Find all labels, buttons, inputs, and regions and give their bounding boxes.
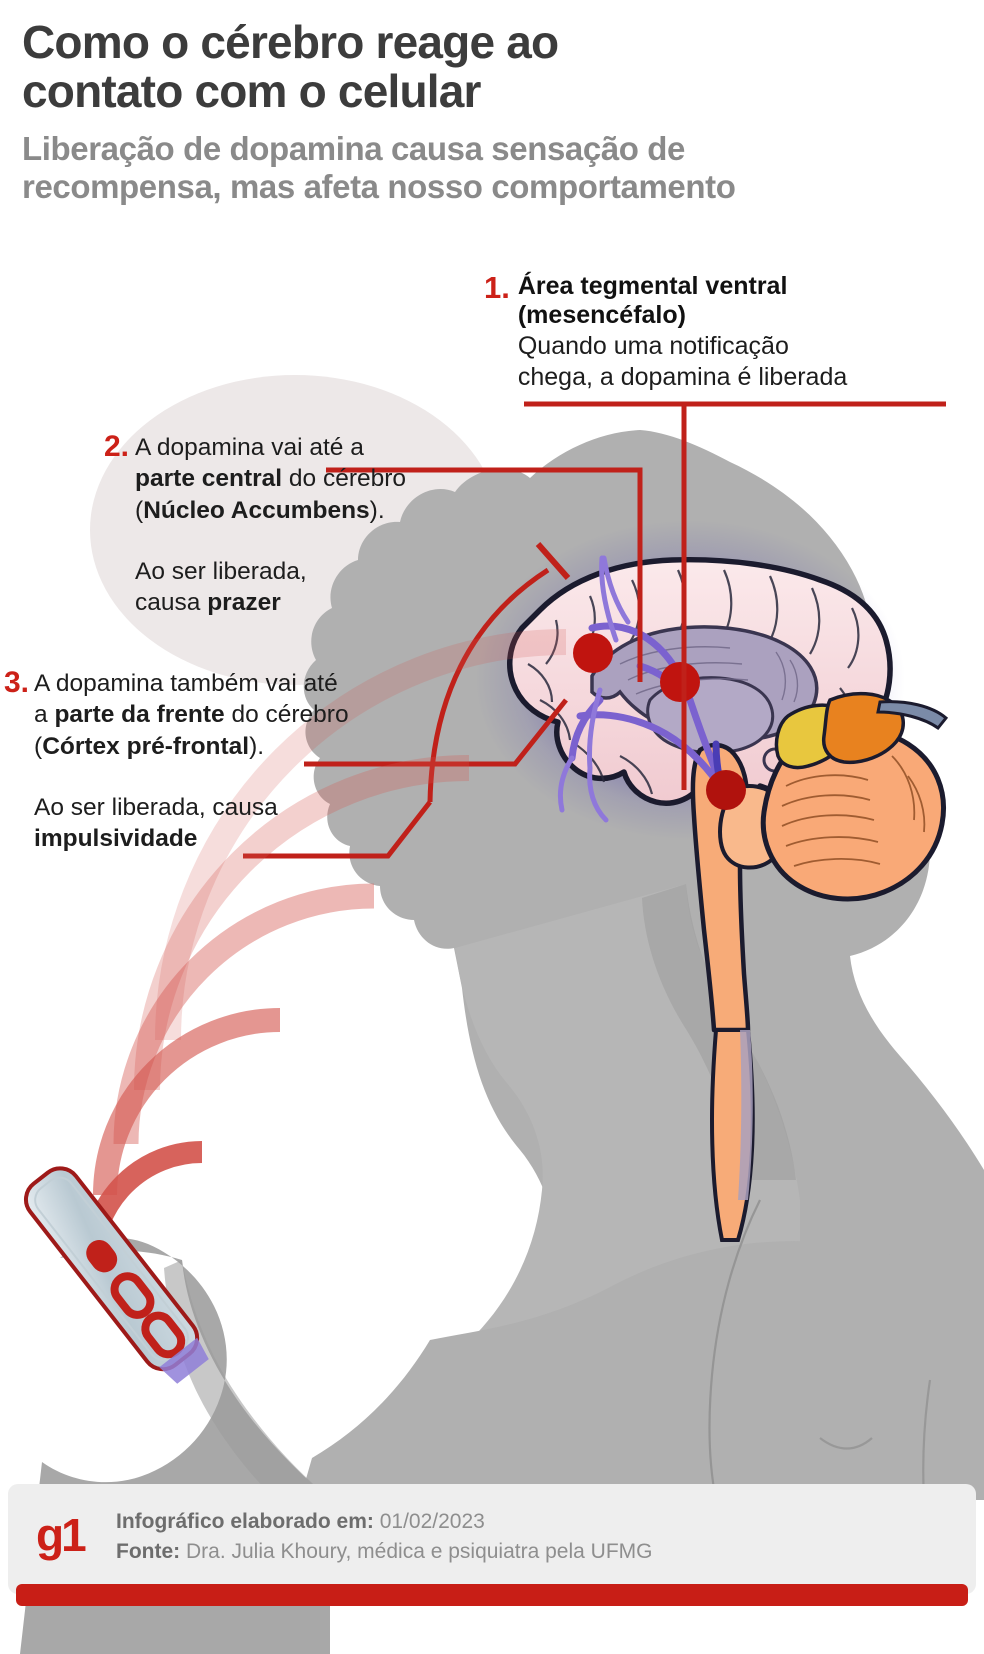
ventral-tegmental-area-marker <box>706 770 746 810</box>
footer-source-label: Fonte: <box>116 1540 181 1563</box>
subtitle-line-1: Liberação de dopamina causa sensação de <box>22 130 686 168</box>
callout-3-second-block: Ao ser liberada, causa impulsividade <box>34 792 349 855</box>
leader-line-3b <box>243 800 432 859</box>
smartphone[interactable] <box>18 1160 215 1390</box>
callout-3-line-3: (Córtex pré-frontal). <box>34 731 349 762</box>
callout-2-second-bold: prazer <box>207 589 281 617</box>
callout-3-second-line-2: impulsividade <box>34 823 349 854</box>
callout-3-paren-close: ). <box>249 732 265 760</box>
cerebellum <box>760 726 946 902</box>
callout-2-line-2-plain: do cérebro <box>282 465 407 493</box>
phone-button-volume-down <box>141 1311 186 1359</box>
callout-2-paren-close: ). <box>369 496 385 524</box>
callout-1: 1. Área tegmental ventral (mesencéfalo) … <box>484 272 954 392</box>
subtitle-line-2: recompensa, mas afeta nosso comportament… <box>22 167 736 205</box>
callout-2: 2. A dopamina vai até a parte central do… <box>104 432 464 619</box>
callout-1-body-line-1: Quando uma notificação <box>517 332 789 360</box>
callout-2-line-2-bold: parte central <box>135 465 283 493</box>
callout-2-second-line-2: causa prazer <box>135 587 406 618</box>
callout-2-line-3: (Núcleo Accumbens). <box>135 495 406 526</box>
callout-1-heading-line-1: Área tegmental ventral <box>517 272 788 300</box>
brain-sagittal-cross-section <box>507 555 949 1242</box>
page-title: Como o cérebro reage ao contato com o ce… <box>22 16 967 118</box>
callout-2-second-block: Ao ser liberada, causa prazer <box>135 556 406 619</box>
footer-created-value: 01/02/2023 <box>379 1510 485 1533</box>
footer-panel <box>8 1484 976 1594</box>
callout-3-line-2: a parte da frente do cérebro <box>34 699 349 730</box>
prefrontal-cortex-marker <box>573 633 613 673</box>
callout-1-heading-line-2: (mesencéfalo) <box>517 301 686 329</box>
callout-2-line-2: parte central do cérebro <box>135 463 406 494</box>
phone-button-volume-up <box>110 1272 155 1319</box>
sound-wave-4 <box>134 755 470 1091</box>
callout-3-paren-open: ( <box>34 732 43 760</box>
title-line-1: Como o cérebro reage ao <box>22 16 559 68</box>
footer-red-bar <box>16 1584 968 1606</box>
callout-2-paren-open: ( <box>135 496 144 524</box>
callout-3-number: 3. <box>4 666 30 699</box>
callout-2-line-1: A dopamina vai até a <box>135 434 364 461</box>
callout-2-second-plain: causa <box>135 589 208 617</box>
nucleus-accumbens-marker <box>660 662 700 702</box>
footer-source-value: Dra. Julia Khoury, médica e psiquiatra p… <box>186 1540 653 1563</box>
g1-logo[interactable]: g1 <box>36 1509 87 1561</box>
spinal-cord-highlight <box>738 1030 753 1200</box>
callout-3-line-2-bold: parte da frente <box>54 701 225 729</box>
dopamine-pathway-thin <box>557 555 631 823</box>
callout-3-line-1: A dopamina também vai até <box>34 670 338 697</box>
sound-wave-2 <box>93 1008 281 1196</box>
footer-created-line: Infográfico elaborado em: 01/02/2023 <box>116 1510 485 1534</box>
phone-button-power <box>86 1240 118 1273</box>
leader-hook-terminator <box>535 542 571 580</box>
callout-3: 3. A dopamina também vai até a parte da … <box>4 668 424 855</box>
callout-3-line-3-bold: Córtex pré-frontal <box>42 732 250 760</box>
phone-bottom-glow <box>159 1337 209 1384</box>
footer-created-label: Infográfico elaborado em: <box>116 1510 374 1533</box>
title-line-2: contato com o celular <box>22 65 481 118</box>
leader-hook-curve <box>427 567 550 803</box>
callout-3-line-2-plain-b: do cérebro <box>224 701 349 729</box>
tentorium-edge <box>876 700 949 731</box>
leader-line-3 <box>304 698 568 767</box>
callout-2-number: 2. <box>104 430 130 463</box>
callout-1-body-line-2: chega, a dopamina é liberada <box>517 363 848 391</box>
leader-line-2 <box>326 467 643 682</box>
sound-wave-3 <box>113 883 375 1145</box>
sound-wave-5 <box>155 629 567 1041</box>
page-subtitle: Liberação de dopamina causa sensação de … <box>22 130 967 205</box>
callout-2-line-3-bold: Núcleo Accumbens <box>143 496 370 524</box>
callout-3-line-2-plain-a: a <box>34 701 55 729</box>
footer: g1 Infográfico elaborado em: 01/02/2023 … <box>8 1484 976 1612</box>
callout-3-second-line-1: Ao ser liberada, causa <box>34 794 278 822</box>
callout-2-second-line-1: Ao ser liberada, <box>135 558 307 586</box>
header: Como o cérebro reage ao contato com o ce… <box>22 16 967 205</box>
footer-source-line: Fonte: Dra. Julia Khoury, médica e psiqu… <box>116 1540 652 1564</box>
callout-1-number: 1. <box>484 270 510 305</box>
callout-3-second-bold: impulsividade <box>34 825 198 853</box>
leader-lines <box>243 401 946 859</box>
